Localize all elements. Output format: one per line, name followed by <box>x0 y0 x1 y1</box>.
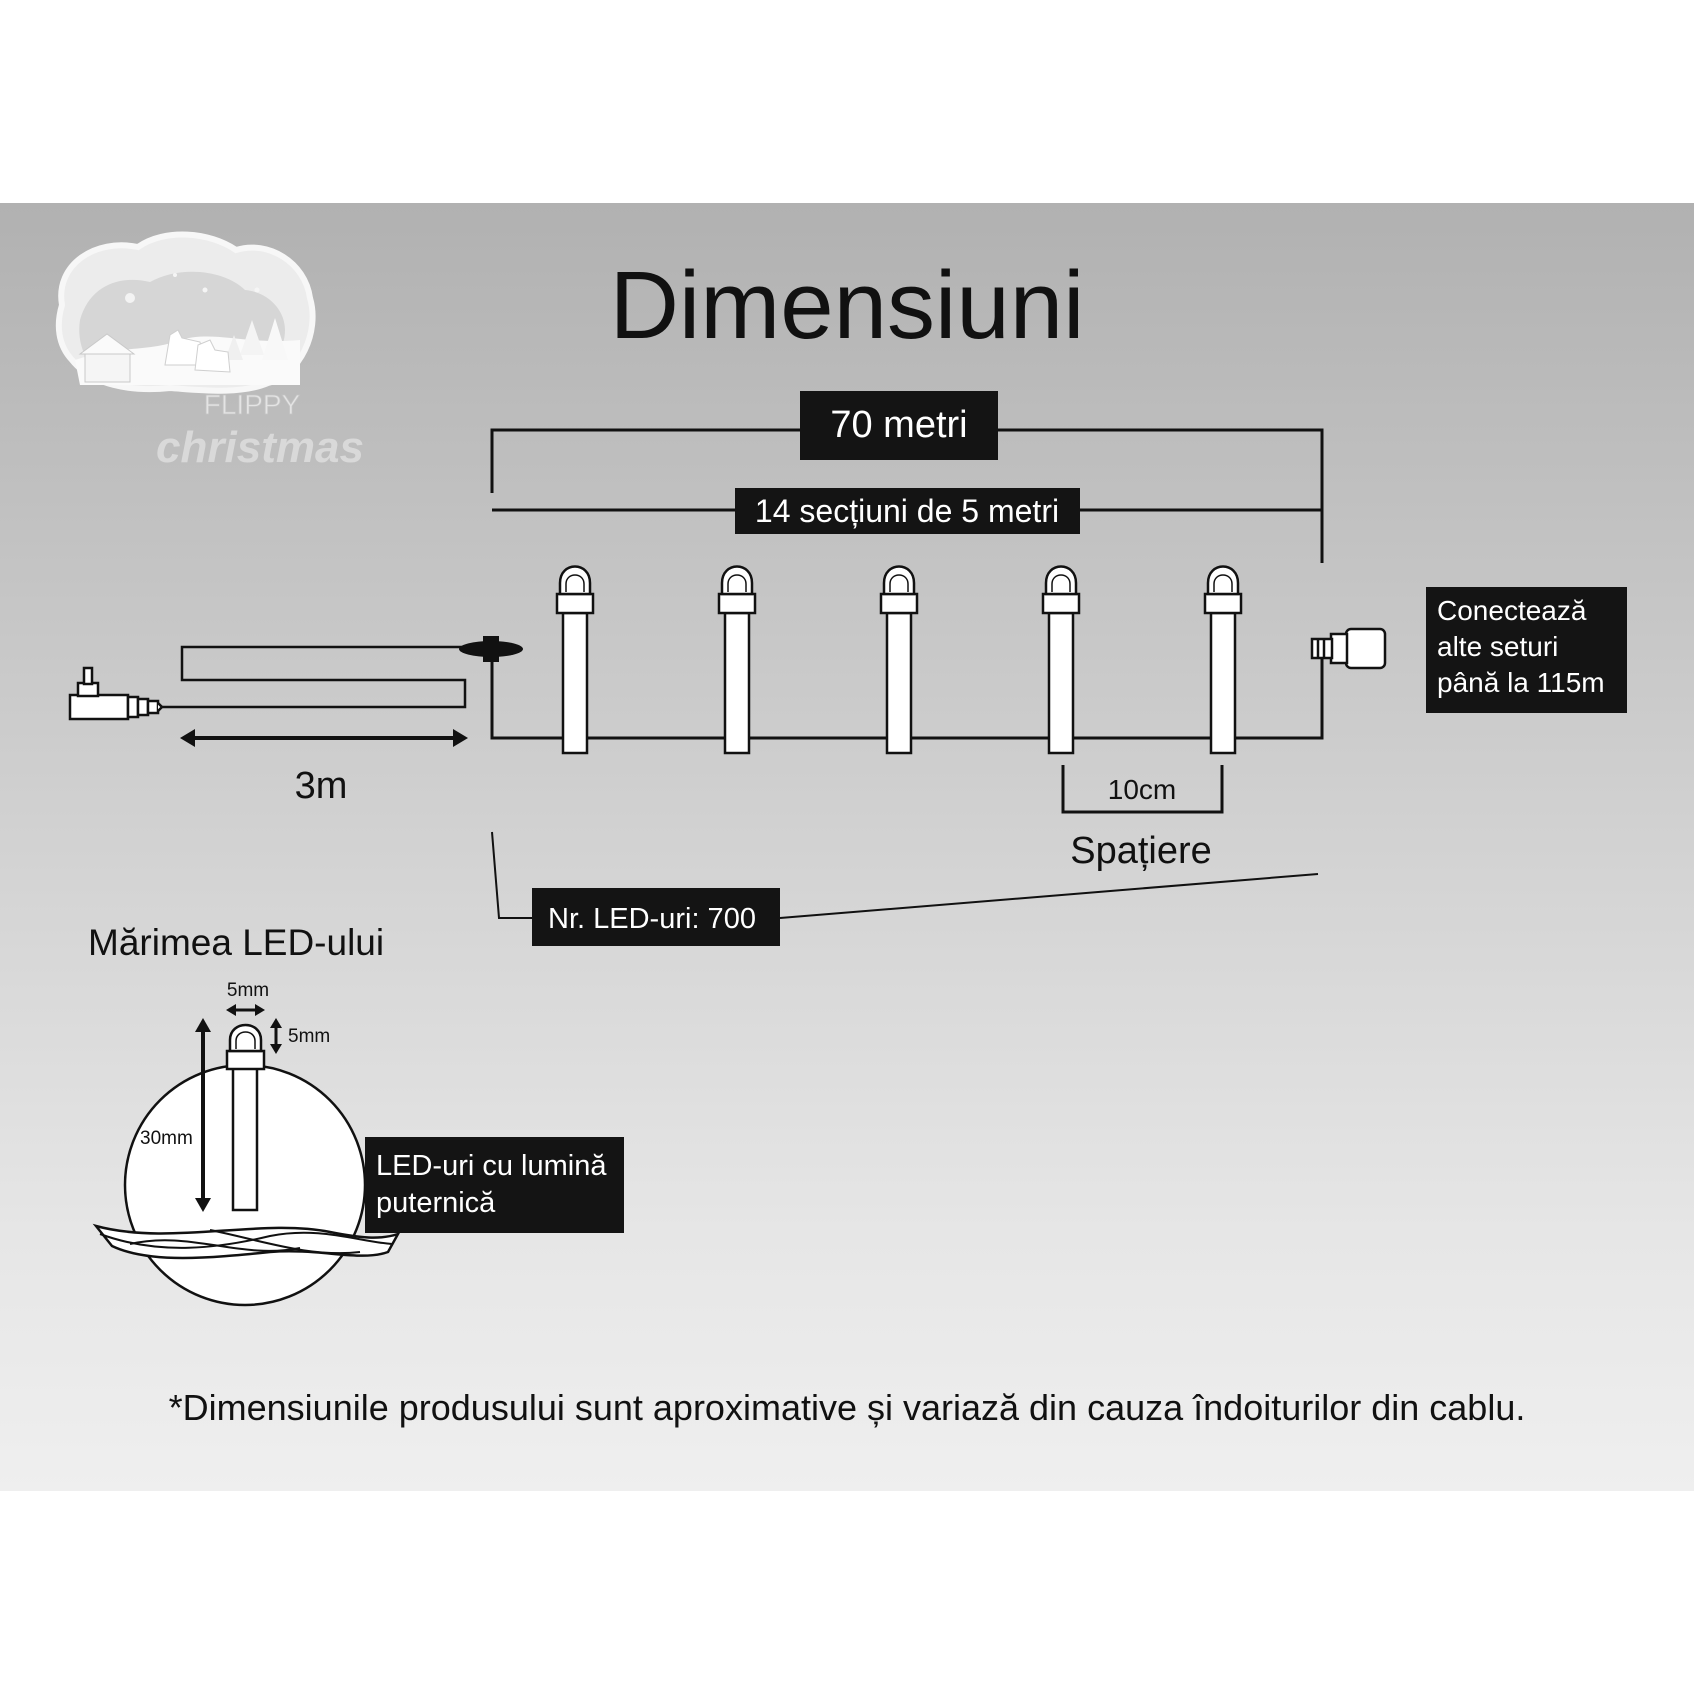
led-count-leader <box>491 831 1319 919</box>
power-adapter-icon <box>68 666 164 721</box>
led-bulb <box>1203 565 1243 755</box>
led-bulb <box>1041 565 1081 755</box>
led-width-arrow <box>226 1004 265 1016</box>
lead-cable-length: 3m <box>295 765 348 807</box>
led-bulb <box>879 565 919 755</box>
lead-length-arrow <box>180 729 468 747</box>
footnote: *Dimensiunile produsului sunt aproximati… <box>169 1387 1526 1428</box>
length-label-box <box>800 391 998 460</box>
spacing-bracket <box>1061 765 1224 814</box>
end-connector-icon <box>1310 627 1387 670</box>
connector-plug-icon <box>459 636 523 662</box>
flippy-christmas-logo: FLIPPY christmas <box>55 231 364 472</box>
led-total-label: 30mm <box>140 1128 193 1149</box>
spacing-label: Spațiere <box>1070 830 1212 872</box>
led-height-label: 5mm <box>288 1026 330 1047</box>
led-total-arrow <box>195 1018 211 1212</box>
sections-label-box <box>735 488 1080 534</box>
logo-brand-bottom: christmas <box>156 423 364 472</box>
led-height-arrow <box>270 1018 282 1054</box>
connect-note-box <box>1426 587 1627 713</box>
led-bulb <box>555 565 595 755</box>
connect-note-line1: Conectează <box>1437 595 1587 626</box>
bright-note-line2: puternică <box>376 1187 496 1219</box>
led-count-box <box>532 888 780 946</box>
led-bulbs <box>555 565 1243 755</box>
logo-brand-top: FLIPPY <box>204 389 301 420</box>
bright-note-line1: LED-uri cu lumină <box>376 1150 607 1182</box>
led-size-magnifier <box>92 1023 401 1307</box>
led-bulb <box>717 565 757 755</box>
connect-note-line3: până la 115m <box>1437 667 1605 698</box>
length-label: 70 metri <box>830 404 967 446</box>
led-count-label: Nr. LED-uri: 700 <box>548 903 756 935</box>
led-width-label: 5mm <box>227 980 269 1001</box>
page-title: Dimensiuni <box>610 252 1085 359</box>
led-size-heading: Mărimea LED-ului <box>88 922 384 963</box>
sections-label: 14 secțiuni de 5 metri <box>755 493 1059 529</box>
lead-cable <box>162 645 467 709</box>
bright-note-box <box>365 1137 624 1233</box>
connect-note-line2: alte seturi <box>1437 631 1558 662</box>
spacing-value: 10cm <box>1108 774 1176 805</box>
